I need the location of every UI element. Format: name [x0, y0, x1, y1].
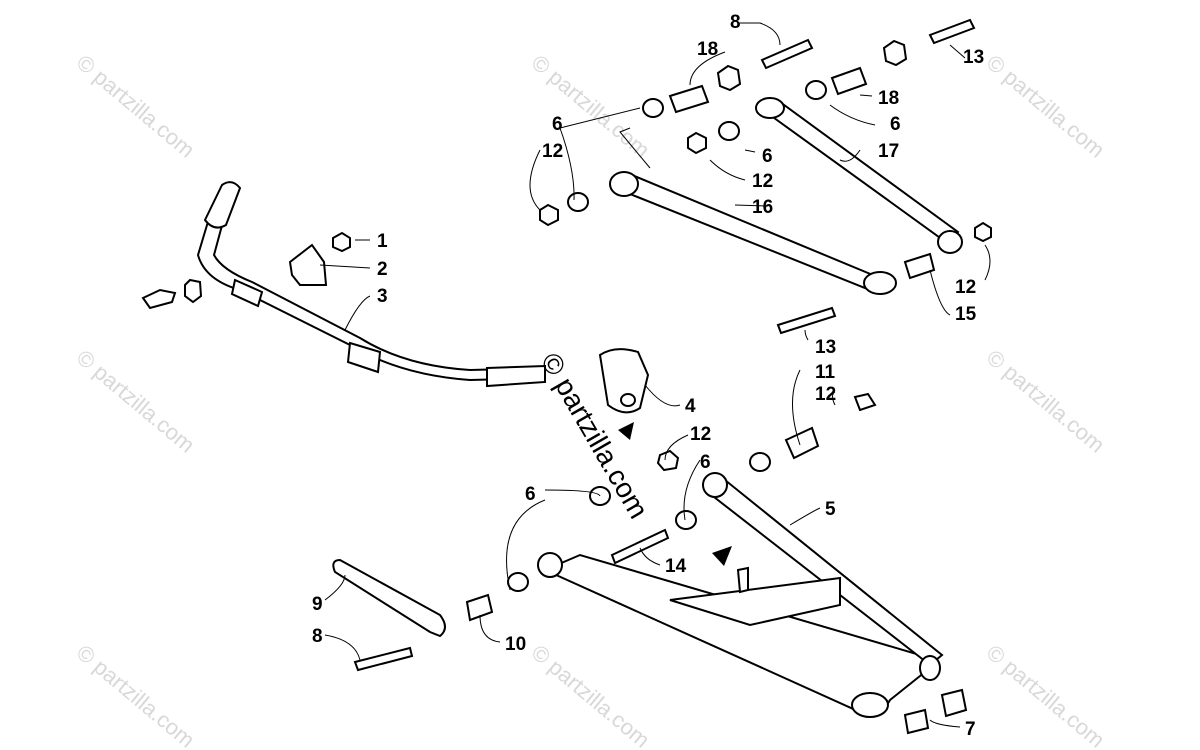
callout-13-bottom: 13 — [815, 337, 836, 358]
callout-12-upper-left: 12 — [542, 141, 563, 162]
callout-8-bottom: 8 — [312, 626, 323, 647]
watermark-top-left: © partzilla.com — [72, 50, 200, 163]
callout-18-top: 18 — [697, 39, 718, 60]
callout-7: 7 — [965, 719, 976, 740]
callout-2: 2 — [377, 259, 388, 280]
callout-3: 3 — [377, 286, 388, 307]
watermark-top-right: © partzilla.com — [982, 50, 1110, 163]
callout-6-upper-right: 6 — [890, 114, 901, 135]
watermark-arrow-icon — [618, 422, 634, 440]
watermark-mid-right: © partzilla.com — [982, 345, 1110, 458]
watermark-bottom-mid: © partzilla.com — [527, 640, 655, 750]
callout-1: 1 — [377, 231, 388, 252]
watermark-mid-left: © partzilla.com — [72, 345, 200, 458]
callout-18-right: 18 — [878, 88, 899, 109]
callout-5: 5 — [825, 499, 836, 520]
watermark-bottom-left: © partzilla.com — [72, 640, 200, 750]
callout-12-upper-right: 12 — [955, 277, 976, 298]
callout-12-lower-right: 12 — [815, 384, 836, 405]
callout-6-upper-left: 6 — [552, 114, 563, 135]
callout-15: 15 — [955, 304, 977, 325]
callout-6-lower-right: 6 — [700, 452, 711, 473]
leader-lines — [319, 22, 991, 728]
callout-16: 16 — [752, 197, 773, 218]
upper-a-arm — [539, 18, 992, 335]
callout-10: 10 — [505, 634, 526, 655]
callout-6-upper-mid: 6 — [762, 146, 773, 167]
callout-8-top: 8 — [730, 12, 741, 33]
stabilizer-bar — [141, 181, 650, 414]
callout-17: 17 — [878, 141, 899, 162]
callout-14: 14 — [665, 556, 687, 577]
lower-a-arm — [332, 392, 968, 735]
callout-9: 9 — [312, 594, 323, 615]
callout-13-top: 13 — [963, 47, 984, 68]
callout-6-lower-left: 6 — [525, 484, 536, 505]
callouts: 1 2 3 4 5 6 6 6 6 6 7 8 8 9 10 11 12 12 … — [312, 12, 984, 740]
watermark-bottom-right: © partzilla.com — [982, 640, 1110, 750]
callout-11: 11 — [815, 362, 836, 383]
callout-4: 4 — [685, 396, 696, 417]
callout-12-lower-left: 12 — [690, 424, 711, 445]
callout-12-upper-mid: 12 — [752, 171, 773, 192]
